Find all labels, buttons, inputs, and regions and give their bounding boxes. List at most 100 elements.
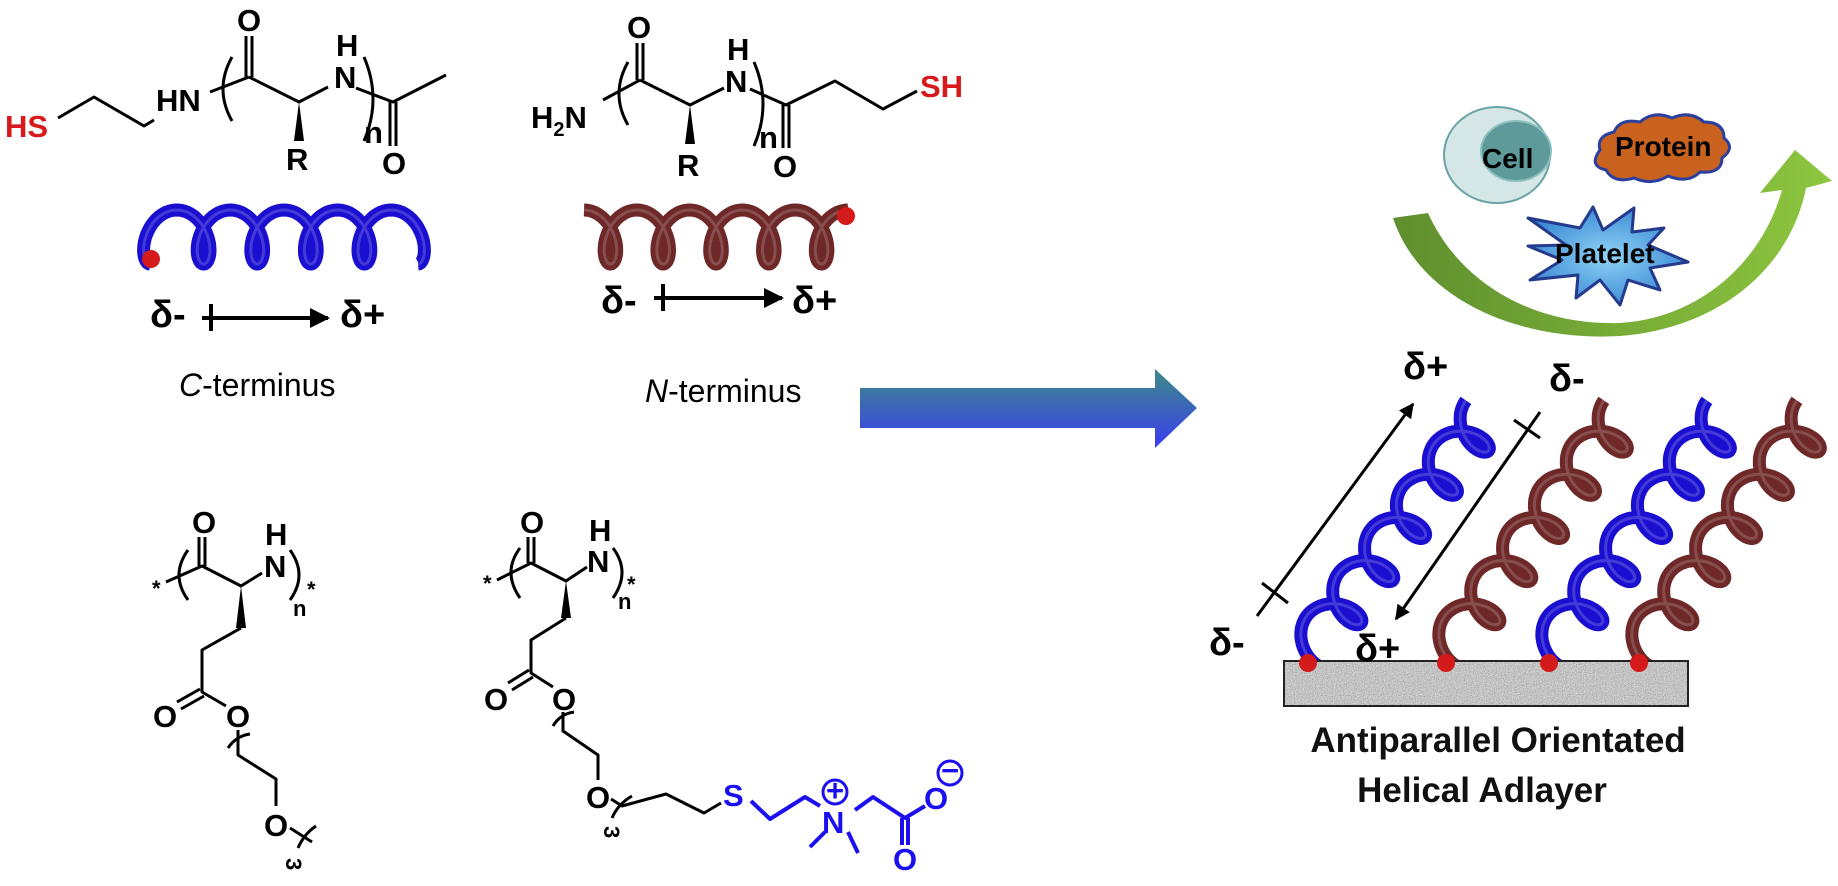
dipole-negative: δ- [150, 294, 186, 336]
amide-hydrogen: H [589, 513, 611, 548]
dipole-positive: δ+ [792, 280, 837, 322]
platelet-label: Platelet [1555, 238, 1655, 269]
acetyl-bond [355, 73, 447, 104]
helix-ribbon [580, 203, 852, 271]
dipole-tail-tick [1261, 581, 1289, 605]
peg-bracket [296, 824, 317, 849]
helix-ribbon [137, 203, 431, 271]
ester-carbonyl-oxygen: O [484, 682, 508, 717]
c-terminus-helix [137, 203, 431, 271]
protein-icon: Protein [1593, 113, 1731, 183]
peg-repeat-count: 3 [281, 858, 306, 870]
helix-highlight [1540, 399, 1732, 670]
cell-icon: Cell [1443, 106, 1552, 204]
amide-hydrogen: H [265, 517, 287, 552]
cell-label: Cell [1482, 143, 1533, 174]
adlayer-helix-blue [1294, 396, 1496, 675]
propionyl-oxygen: O [773, 149, 797, 184]
adlayer-helix-brown [1625, 396, 1827, 675]
label-suffix: -terminus [202, 367, 335, 403]
carbonyl-oxygen: O [627, 10, 651, 45]
positive-charge-circle [821, 778, 849, 806]
zwitterion-polypeptide-structure: * O H N * n O O O 3 S + N O O − [483, 505, 964, 877]
peg-repeat-count: 3 [599, 826, 624, 838]
helix-highlight [1299, 399, 1491, 670]
dipole-arrow-down [1394, 411, 1542, 621]
dipole-arrow-up [1255, 402, 1415, 617]
end-group-right: * [627, 572, 636, 597]
dipole-negative: δ- [601, 280, 637, 322]
carboxylate-oxygen: O [924, 781, 948, 816]
ester-carbonyl-oxygen: O [153, 699, 177, 734]
helix-coil-blue [137, 203, 431, 271]
side-chain-r: R [677, 148, 699, 183]
pole-top-right: δ- [1549, 358, 1585, 400]
ethyl-linker-bond [57, 95, 155, 128]
repel-arrow-icon [1393, 150, 1832, 337]
helix-ribbon [1432, 396, 1634, 675]
peg-bracket [226, 732, 251, 749]
stereo-wedge [294, 102, 304, 141]
amide-nitrogen: N [725, 64, 747, 99]
helix-highlight [142, 208, 426, 266]
n-terminus-molecule: H2N O R H N n O SH [531, 10, 963, 184]
protein-label: Protein [1615, 131, 1711, 162]
n-terminus-label: N-terminus [645, 373, 801, 409]
amide-nitrogen: N [264, 549, 286, 584]
side-chain-r: R [286, 142, 308, 177]
end-group-left: * [152, 576, 161, 601]
process-arrow-icon [860, 369, 1197, 448]
c-terminus-molecule: HS HN O R H N n O [5, 3, 447, 181]
adlayer-caption-line1: Antiparallel Orientated [1310, 721, 1685, 760]
thiol-label: HS [5, 109, 48, 144]
ammonium-nitrogen: N [822, 805, 844, 840]
repeat-bracket-left [617, 61, 630, 126]
label-prefix: N [645, 373, 669, 409]
adlayer-helix-blue [1535, 396, 1737, 675]
helix-coil-brown [580, 203, 852, 271]
c-terminus-dipole: δ- δ+ [150, 294, 385, 336]
helix-ribbon [1625, 396, 1827, 675]
substrate [1283, 660, 1689, 707]
carbonyl-oxygen: O [192, 505, 216, 540]
ether-oxygen: O [264, 808, 288, 843]
adlayer-helix-brown [1432, 396, 1634, 675]
amide-nitrogen: N [587, 544, 609, 579]
pole-bottom-right: δ+ [1355, 628, 1400, 670]
peg-polypeptide-structure: * O H N * n O O O 3 [152, 505, 317, 870]
amide-hydrogen: H [336, 28, 358, 63]
stereo-wedge [685, 105, 695, 144]
anchor-dot [837, 207, 855, 225]
label-suffix: -terminus [668, 373, 801, 409]
propyl-linker-bond [749, 79, 918, 111]
carboxyl-oxygen: O [893, 842, 917, 877]
end-group-left: * [483, 571, 492, 596]
anchor-dot [1630, 654, 1648, 672]
dipole-positive: δ+ [340, 294, 385, 336]
positive-charge: + [826, 773, 844, 808]
anchor-dot [1437, 654, 1455, 672]
adlayer-helices [1294, 396, 1827, 675]
amide-nitrogen: N [334, 60, 356, 95]
n-terminus-helix [580, 203, 855, 271]
amine-subscript: 2 [553, 119, 564, 141]
repeat-bracket-left [221, 56, 234, 122]
ether-oxygen: O [586, 780, 610, 815]
n-terminus-dipole: δ- δ+ [601, 280, 837, 322]
acetyl-oxygen: O [382, 146, 406, 181]
amide-hydrogen: H [727, 32, 749, 67]
dipole-tail-tick [1513, 418, 1541, 440]
adlayer-dipoles: δ+ δ- δ- δ+ [1209, 346, 1585, 670]
amide-nh-label: HN [156, 83, 201, 118]
helix-ribbon [1535, 396, 1737, 675]
anchor-points [1299, 654, 1648, 672]
adlayer-caption-line2: Helical Adlayer [1357, 771, 1607, 810]
end-group-right: * [307, 577, 316, 602]
backbone-bond [248, 75, 329, 104]
anchor-dot [1540, 654, 1558, 672]
pole-bottom-left: δ- [1209, 622, 1245, 664]
negative-charge-circle [936, 759, 964, 787]
anchor-dot [1299, 654, 1317, 672]
repeat-n: n [759, 120, 778, 155]
